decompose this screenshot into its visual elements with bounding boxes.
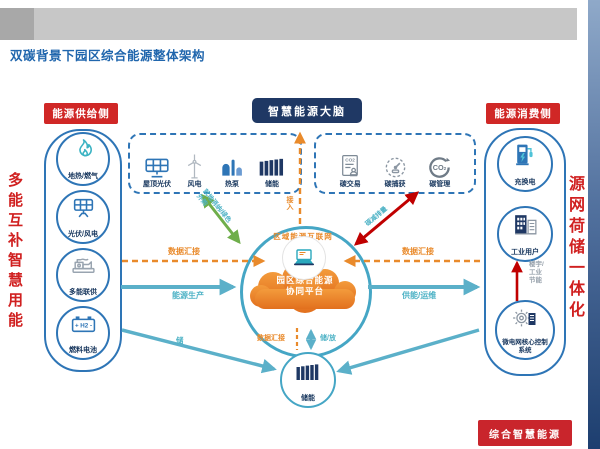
supply-node-pv-wind: 光伏/风电 xyxy=(56,190,110,244)
page-title: 双碳背景下园区综合能源整体架构 xyxy=(10,49,206,63)
header-block xyxy=(0,8,34,40)
wind-turbine-icon xyxy=(182,153,207,180)
storage-node: 储能 xyxy=(280,352,336,408)
carbon-reduction-arrow xyxy=(353,191,420,246)
carbon-item-label: 碳捕获 xyxy=(384,181,406,188)
data-link-left-label: 数据汇接 xyxy=(168,247,200,256)
distributed-item-label: 储能 xyxy=(265,181,279,188)
distributed-resources-box: 屋顶光伏 风电 热泵 储能 xyxy=(128,133,302,194)
supply-node-cogeneration: 多能联供 xyxy=(56,248,110,302)
distributed-item: 热泵 xyxy=(218,154,246,188)
carbon-item: 碳捕获 xyxy=(383,155,408,188)
right-edge-strip xyxy=(588,0,600,449)
header-bar xyxy=(34,8,577,40)
distributed-item: 风电 xyxy=(182,153,207,188)
consumption-node-label: 工业用户 xyxy=(511,249,539,256)
data-link-right-label: 数据汇接 xyxy=(402,247,434,256)
carbon-services-box: CO2 碳交易 碳捕获 CO2 碳管理 xyxy=(314,133,476,194)
distributed-item-label: 屋顶光伏 xyxy=(143,181,171,188)
supply-node-fuel-cell: + H2 - 燃料电池 xyxy=(56,306,110,360)
supply-node-label: 光伏/风电 xyxy=(68,231,98,238)
heat-pump-icon xyxy=(218,154,246,180)
flame-icon xyxy=(71,137,96,162)
ev-charger-icon xyxy=(512,141,539,168)
supply-node-label: 燃料电池 xyxy=(69,347,97,354)
storage-container-icon xyxy=(294,360,322,384)
local-consumption-arrow xyxy=(201,193,241,245)
generator-icon xyxy=(70,253,97,278)
gear-control-icon xyxy=(511,305,539,331)
building-saving-label: 楼宇/工业节能 xyxy=(529,261,544,284)
platform-cloud-line2: 协同平台 xyxy=(285,286,324,297)
energy-supply-label: 供能/运维 xyxy=(402,291,437,300)
energy-production-label: 能源生产 xyxy=(172,291,204,300)
storage-node-label: 储能 xyxy=(301,395,315,402)
laptop-icon xyxy=(290,247,318,269)
supply-node-label: 多能联供 xyxy=(69,289,97,296)
supply-header: 能源供给侧 xyxy=(44,103,118,124)
supply-node-geothermal-gas: 地热/燃气 xyxy=(56,132,110,186)
charge-diagonal-right-arrow xyxy=(336,328,480,375)
solar-panel-icon xyxy=(71,195,96,220)
right-banner: 源网荷储一体化 xyxy=(566,175,583,322)
svg-text:+ H2 -: + H2 - xyxy=(74,323,91,330)
carbon-item: CO2 碳交易 xyxy=(338,153,363,188)
supply-node-label: 地热/燃气 xyxy=(68,173,98,180)
platform-cloud-label: 园区综合能源 协同平台 xyxy=(243,275,367,297)
access-label: 接入 xyxy=(286,196,293,210)
charge-discharge-label: 储/放 xyxy=(320,335,336,342)
co2-document-icon: CO2 xyxy=(338,153,363,180)
consumption-node-label: 充换电 xyxy=(514,179,536,186)
platform-terminal-circle xyxy=(282,236,326,280)
carbon-item: CO2 碳管理 xyxy=(427,155,452,188)
charge-label: 储 xyxy=(176,336,184,345)
energy-brain-box: 智慧能源大脑 xyxy=(252,98,362,123)
svg-text:CO2: CO2 xyxy=(345,158,355,163)
carbon-item-label: 碳交易 xyxy=(339,181,361,188)
carbon-item-label: 碳管理 xyxy=(429,181,451,188)
battery-h2-icon: + H2 - xyxy=(70,311,97,336)
distributed-item: 储能 xyxy=(257,154,287,188)
distributed-item-label: 风电 xyxy=(187,181,202,188)
consumption-header: 能源消费侧 xyxy=(486,103,560,124)
consumption-node-industrial-users: 工业用户 xyxy=(497,206,553,262)
distributed-item-label: 热泵 xyxy=(225,181,239,188)
consumption-node-microgrid-control: 微电网核心控制系统 xyxy=(495,300,555,360)
brand-badge: 综合智慧能源 xyxy=(478,420,572,446)
svg-text:CO2: CO2 xyxy=(433,163,447,172)
data-link-bottom-label: 数据汇接 xyxy=(257,335,285,342)
gauge-icon xyxy=(383,155,408,180)
factory-buildings-icon xyxy=(511,211,540,238)
consumption-node-ev-charging: 充换电 xyxy=(497,136,553,192)
consumption-node-label: 微电网核心控制系统 xyxy=(502,339,548,354)
co2-cycle-icon: CO2 xyxy=(427,155,452,180)
charge-diagonal-left-arrow xyxy=(121,328,277,374)
rooftop-pv-icon xyxy=(143,154,171,180)
distributed-item: 屋顶光伏 xyxy=(143,154,171,188)
platform-cloud-line1: 园区综合能源 xyxy=(276,275,334,285)
storage-container-icon xyxy=(257,154,287,180)
left-banner: 多能互补智慧用能 xyxy=(6,172,23,332)
